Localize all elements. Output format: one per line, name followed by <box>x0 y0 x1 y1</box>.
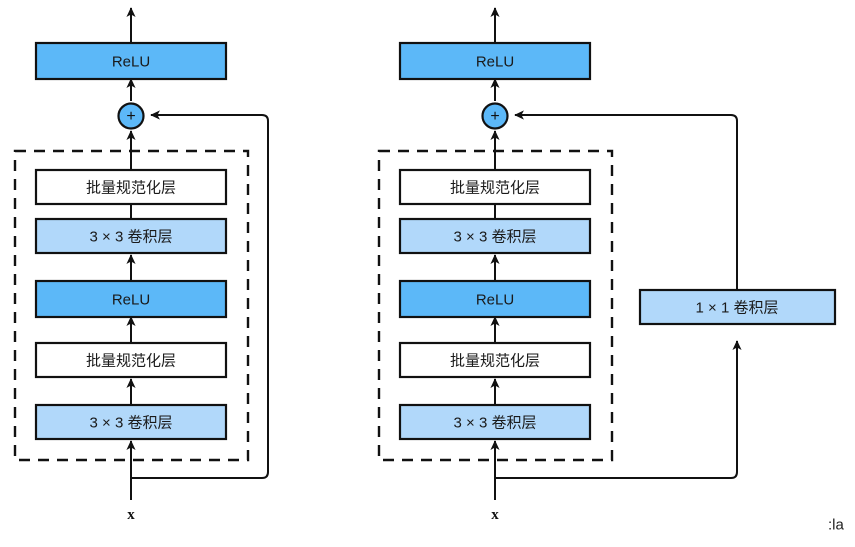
right-stack-label-conv1: 3 × 3 卷积层 <box>454 415 537 432</box>
left-stack-box-conv2: 3 × 3 卷积层 <box>34 217 228 255</box>
right-shortcut-lower-segment <box>495 340 742 479</box>
left-stack-label-conv2: 3 × 3 卷积层 <box>90 229 173 246</box>
right-stack-label-relu: ReLU <box>476 292 514 309</box>
right-stack-label-bn1: 批量规范化层 <box>450 353 540 370</box>
right-stack-box-conv2: 3 × 3 卷积层 <box>398 217 592 255</box>
right-stack-label-conv2: 3 × 3 卷积层 <box>454 229 537 246</box>
right-add-symbol: + <box>490 108 499 125</box>
left-add-symbol: + <box>126 108 135 125</box>
right-stack-box-bn2: 批量规范化层 <box>398 168 592 206</box>
right-add-node: + <box>481 102 509 130</box>
right-input-label: x <box>491 507 499 523</box>
right-stack-label-bn2: 批量规范化层 <box>450 180 540 197</box>
right-stack-box-bn1: 批量规范化层 <box>398 341 592 379</box>
left-output-relu-label: ReLU <box>112 54 150 71</box>
left-input-label: x <box>127 507 135 523</box>
left-identity-shortcut <box>131 110 269 479</box>
corner-clipped-text: :la <box>828 517 845 534</box>
left-stack-label-relu: ReLU <box>112 292 150 309</box>
left-stack-box-bn1: 批量规范化层 <box>34 341 228 379</box>
right-stack-box-relu: ReLU <box>398 279 592 319</box>
left-stack-label-bn1: 批量规范化层 <box>86 353 176 370</box>
left-stack-label-conv1: 3 × 3 卷积层 <box>90 415 173 432</box>
right-output-relu-box: ReLU <box>398 41 592 81</box>
right-shortcut-upper-segment <box>514 110 738 290</box>
right-shortcut-conv-box: 1 × 1 卷积层 <box>638 288 837 326</box>
right-stack-box-conv1: 3 × 3 卷积层 <box>398 403 592 441</box>
left-stack-label-bn2: 批量规范化层 <box>86 180 176 197</box>
left-stack-box-relu: ReLU <box>34 279 228 319</box>
left-add-node: + <box>117 102 145 130</box>
left-stack-box-bn2: 批量规范化层 <box>34 168 228 206</box>
left-output-relu-box: ReLU <box>34 41 228 81</box>
right-residual-block: 1 × 1 卷积层 ReLU + 批量规范化层 3 × 3 卷积层 ReLU <box>377 7 837 523</box>
left-stack-box-conv1: 3 × 3 卷积层 <box>34 403 228 441</box>
right-shortcut-conv-label: 1 × 1 卷积层 <box>696 300 779 317</box>
left-residual-block: ReLU + 批量规范化层 3 × 3 卷积层 ReLU 批量规范化层 <box>13 7 269 523</box>
right-output-relu-label: ReLU <box>476 54 514 71</box>
